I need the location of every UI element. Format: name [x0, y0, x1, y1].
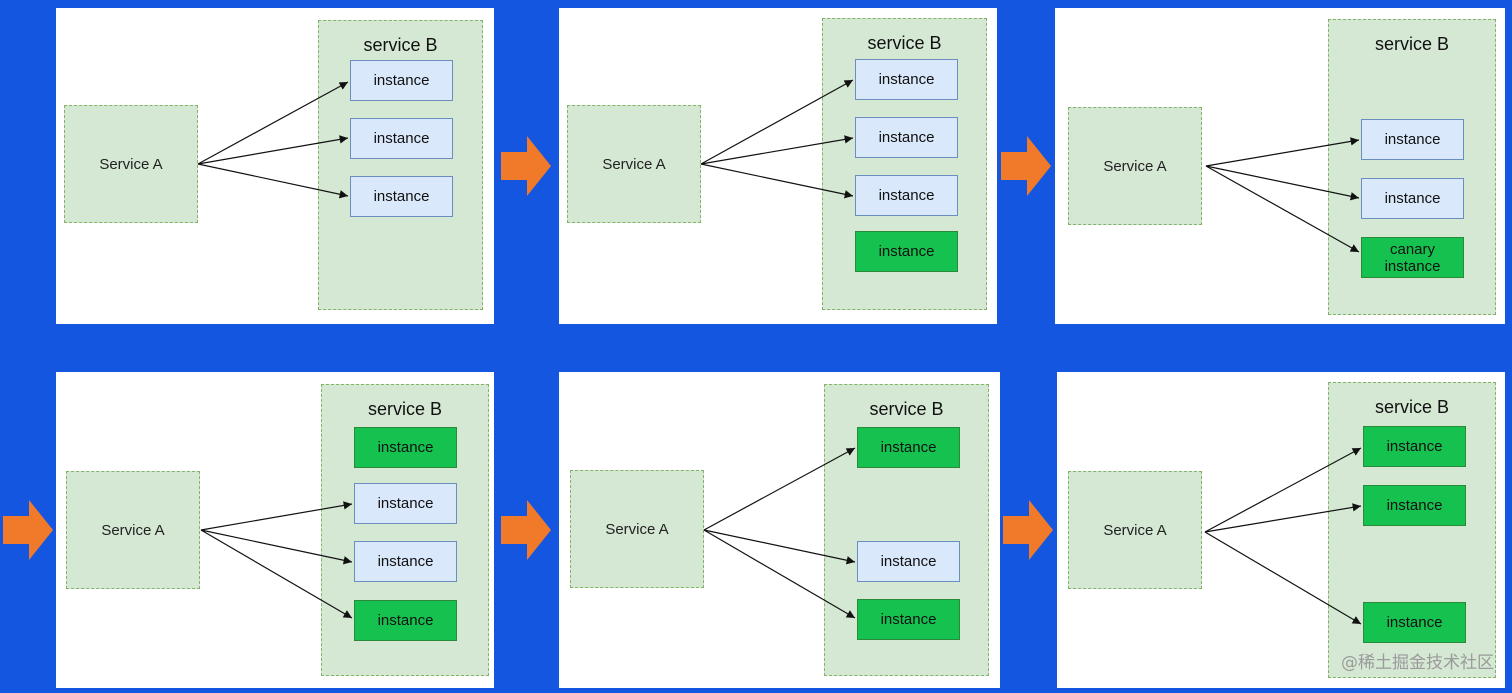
instance-label: instance — [878, 243, 935, 260]
service-a-label: Service A — [605, 520, 669, 538]
instance-label: instance — [377, 439, 434, 456]
service-a-label: Service A — [1103, 521, 1167, 539]
instance-box: instance — [354, 541, 457, 582]
instance-box: instance — [1363, 485, 1466, 526]
service-b-title: service B — [363, 35, 438, 55]
service-a-label: Service A — [99, 155, 163, 173]
service-a-box: Service A — [567, 105, 701, 223]
panel-4: Service A service B instance instance in… — [56, 372, 494, 688]
instance-label: instance — [880, 553, 937, 570]
instance-label: instance — [373, 72, 430, 89]
instance-box: instance — [1363, 602, 1466, 643]
instance-box: instance — [855, 59, 958, 100]
instance-box: instance — [354, 600, 457, 641]
instance-box: instance — [855, 117, 958, 158]
instance-box: instance — [855, 231, 958, 272]
orange-arrow-icon — [1001, 136, 1051, 196]
service-a-label: Service A — [1103, 157, 1167, 175]
instance-label: instance — [1386, 497, 1443, 514]
service-b-title: service B — [367, 399, 443, 419]
instance-box: instance — [857, 541, 960, 582]
watermark: @稀土掘金技术社区 — [1341, 653, 1494, 673]
instance-box: instance — [857, 427, 960, 468]
instance-label: instance — [377, 553, 434, 570]
instance-label: instance — [878, 129, 935, 146]
service-a-box: Service A — [66, 471, 200, 589]
service-a-box: Service A — [570, 470, 704, 588]
instance-label: instance — [1386, 614, 1443, 631]
instance-label: instance — [377, 495, 434, 512]
instance-box: instance — [857, 599, 960, 640]
instance-box: instance — [354, 483, 457, 524]
service-a-box: Service A — [1068, 471, 1202, 589]
instance-label: instance — [1384, 190, 1441, 207]
service-a-box: Service A — [64, 105, 198, 223]
panel-5: Service A service B instance instance in… — [559, 372, 1000, 688]
instance-box: canary instance — [1361, 237, 1464, 278]
instance-box: instance — [350, 60, 453, 101]
panel-2: Service A service B instance instance in… — [559, 8, 997, 324]
service-b-title: service B — [869, 399, 944, 419]
service-b-title: service B — [1374, 34, 1450, 54]
instance-label: instance — [373, 188, 430, 205]
service-b-title: service B — [1374, 397, 1450, 417]
instance-label: canary instance — [1384, 240, 1441, 275]
instance-label: instance — [1386, 438, 1443, 455]
instance-label: instance — [880, 611, 937, 628]
orange-arrow-icon — [1003, 500, 1053, 560]
orange-arrow-icon — [501, 500, 551, 560]
instance-label: instance — [1384, 131, 1441, 148]
instance-box: instance — [1363, 426, 1466, 467]
panel-6: Service A service B instance instance in… — [1057, 372, 1505, 688]
instance-label: instance — [377, 612, 434, 629]
instance-label: instance — [373, 130, 430, 147]
panel-1: Service A service B instance instance in… — [56, 8, 494, 324]
orange-arrow-icon — [3, 500, 53, 560]
instance-box: instance — [350, 176, 453, 217]
service-a-label: Service A — [602, 155, 666, 173]
instance-label: instance — [880, 439, 937, 456]
panel-3: Service A service B instance instance ca… — [1055, 8, 1505, 324]
instance-label: instance — [878, 71, 935, 88]
instance-box: instance — [350, 118, 453, 159]
service-a-box: Service A — [1068, 107, 1202, 225]
instance-label: instance — [878, 187, 935, 204]
service-b-title: service B — [867, 33, 942, 53]
instance-box: instance — [1361, 119, 1464, 160]
instance-box: instance — [1361, 178, 1464, 219]
instance-box: instance — [354, 427, 457, 468]
service-a-label: Service A — [101, 521, 165, 539]
orange-arrow-icon — [501, 136, 551, 196]
instance-box: instance — [855, 175, 958, 216]
